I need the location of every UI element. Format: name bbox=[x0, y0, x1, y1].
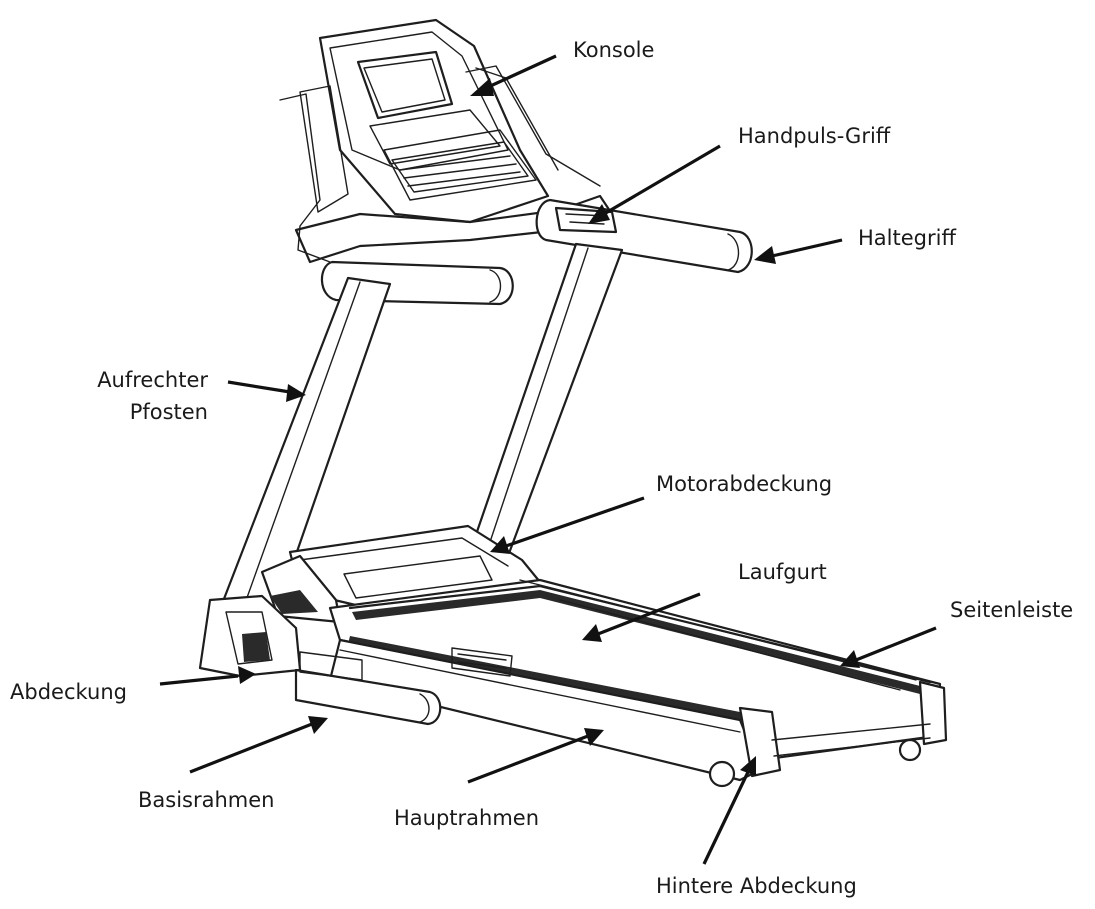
base-drawing bbox=[198, 594, 442, 726]
arrow-aufrechter-pfosten bbox=[227, 380, 291, 394]
arrow-basisrahmen bbox=[189, 722, 313, 774]
label-seitenleiste: Seitenleiste bbox=[950, 598, 1074, 622]
label-aufrechter: Aufrechter bbox=[97, 368, 208, 392]
console-drawing bbox=[279, 18, 614, 264]
callout-arrows bbox=[159, 54, 937, 865]
label-pfosten: Pfosten bbox=[129, 400, 208, 424]
label-haltegriff: Haltegriff bbox=[858, 226, 956, 250]
label-basisrahmen: Basisrahmen bbox=[138, 788, 275, 812]
arrow-laufgurt bbox=[597, 592, 701, 636]
label-hintere-abdeckung: Hintere Abdeckung bbox=[656, 874, 857, 898]
arrow-handpuls-griff bbox=[603, 144, 721, 216]
label-hauptrahmen: Hauptrahmen bbox=[394, 806, 540, 830]
arrow-seitenleiste bbox=[855, 626, 937, 662]
arrow-konsole bbox=[485, 54, 557, 90]
arrow-hintere-abdeckung bbox=[702, 771, 750, 865]
deck-drawing bbox=[328, 578, 948, 788]
arrow-motorabdeckung bbox=[505, 496, 645, 548]
label-konsole: Konsole bbox=[573, 38, 655, 62]
arrow-abdeckung bbox=[159, 674, 239, 686]
arrow-haltegriff bbox=[771, 238, 843, 258]
arrow-hauptrahmen bbox=[467, 734, 589, 784]
label-abdeckung: Abdeckung bbox=[10, 680, 127, 704]
label-motorabdeckung: Motorabdeckung bbox=[656, 472, 833, 496]
label-laufgurt: Laufgurt bbox=[738, 560, 827, 584]
label-handpuls-griff: Handpuls-Griff bbox=[738, 124, 891, 148]
